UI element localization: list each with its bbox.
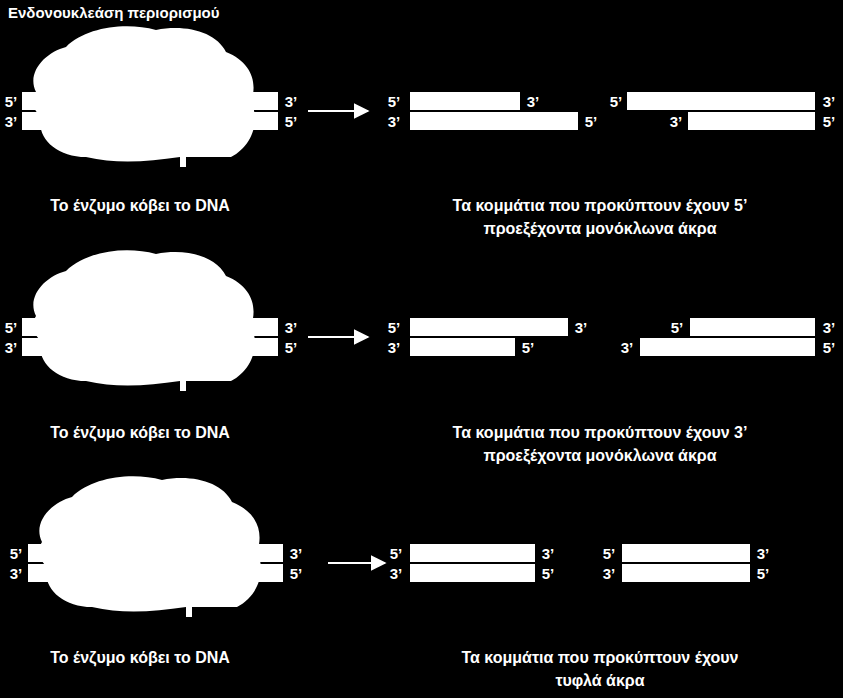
strand-end-label: 3’ [823,94,836,109]
strand-end-label: 5’ [5,94,18,109]
strand-end-label: 3’ [670,114,683,129]
strand-end-label: 5’ [285,340,298,355]
dna-strand [410,564,535,582]
dna-strand [622,564,750,582]
strand-end-label: 5’ [823,340,836,355]
caption-text: Το ένζυμο κόβει το DNA [10,194,270,217]
strand-end-label: 5’ [10,546,23,561]
strand-end-label: 5’ [388,94,401,109]
caption-text: Το ένζυμο κόβει το DNA [10,646,270,669]
strand-end-label: 3’ [575,320,588,335]
enzyme-blob [33,250,255,391]
enzyme-blob [39,476,261,617]
strand-end-label: 3’ [10,566,23,581]
dna-strand [690,318,815,336]
dna-strand [410,318,568,336]
enzyme-blob [33,26,255,167]
reaction-arrow [308,336,368,338]
strand-end-label: 3’ [542,546,555,561]
reaction-arrow [328,562,385,564]
dna-strand [410,544,535,562]
strand-end-label: 5’ [522,340,535,355]
dna-strand [410,338,515,356]
strand-end-label: 5’ [5,320,18,335]
strand-end-label: 3’ [527,94,540,109]
strand-end-label: 3’ [290,546,303,561]
strand-end-label: 5’ [290,566,303,581]
dna-strand [640,338,815,356]
strand-end-label: 5’ [585,114,598,129]
strand-end-label: 3’ [388,114,401,129]
strand-end-label: 5’ [757,566,770,581]
dna-strand [627,92,815,110]
reaction-arrow [308,110,368,112]
strand-end-label: 3’ [285,94,298,109]
strand-end-label: 5’ [610,94,623,109]
strand-end-label: 3’ [390,566,403,581]
caption-text: Τα κομμάτια που προκύπτουν έχουν 5’ προε… [445,194,755,240]
strand-end-label: 3’ [757,546,770,561]
strand-end-label: 3’ [621,340,634,355]
caption-text: Τα κομμάτια που προκύπτουν έχουν 3’ προε… [445,421,755,467]
dna-strand [622,544,750,562]
dna-strand [410,112,578,130]
caption-text: Τα κομμάτια που προκύπτουν έχουν τυφλά ά… [445,646,755,692]
strand-end-label: 3’ [285,320,298,335]
strand-end-label: 5’ [285,114,298,129]
strand-end-label: 5’ [603,546,616,561]
strand-end-label: 3’ [603,566,616,581]
strand-end-label: 3’ [5,114,18,129]
strand-end-label: 3’ [823,320,836,335]
strand-end-label: 3’ [5,340,18,355]
strand-end-label: 5’ [388,320,401,335]
dna-strand [688,112,815,130]
strand-end-label: 5’ [542,566,555,581]
strand-end-label: 5’ [823,114,836,129]
title: Ενδονουκλεάση περιορισμού [8,4,219,21]
strand-end-label: 5’ [671,320,684,335]
strand-end-label: 3’ [388,340,401,355]
caption-text: Το ένζυμο κόβει το DNA [10,421,270,444]
strand-end-label: 5’ [390,546,403,561]
dna-strand [410,92,520,110]
